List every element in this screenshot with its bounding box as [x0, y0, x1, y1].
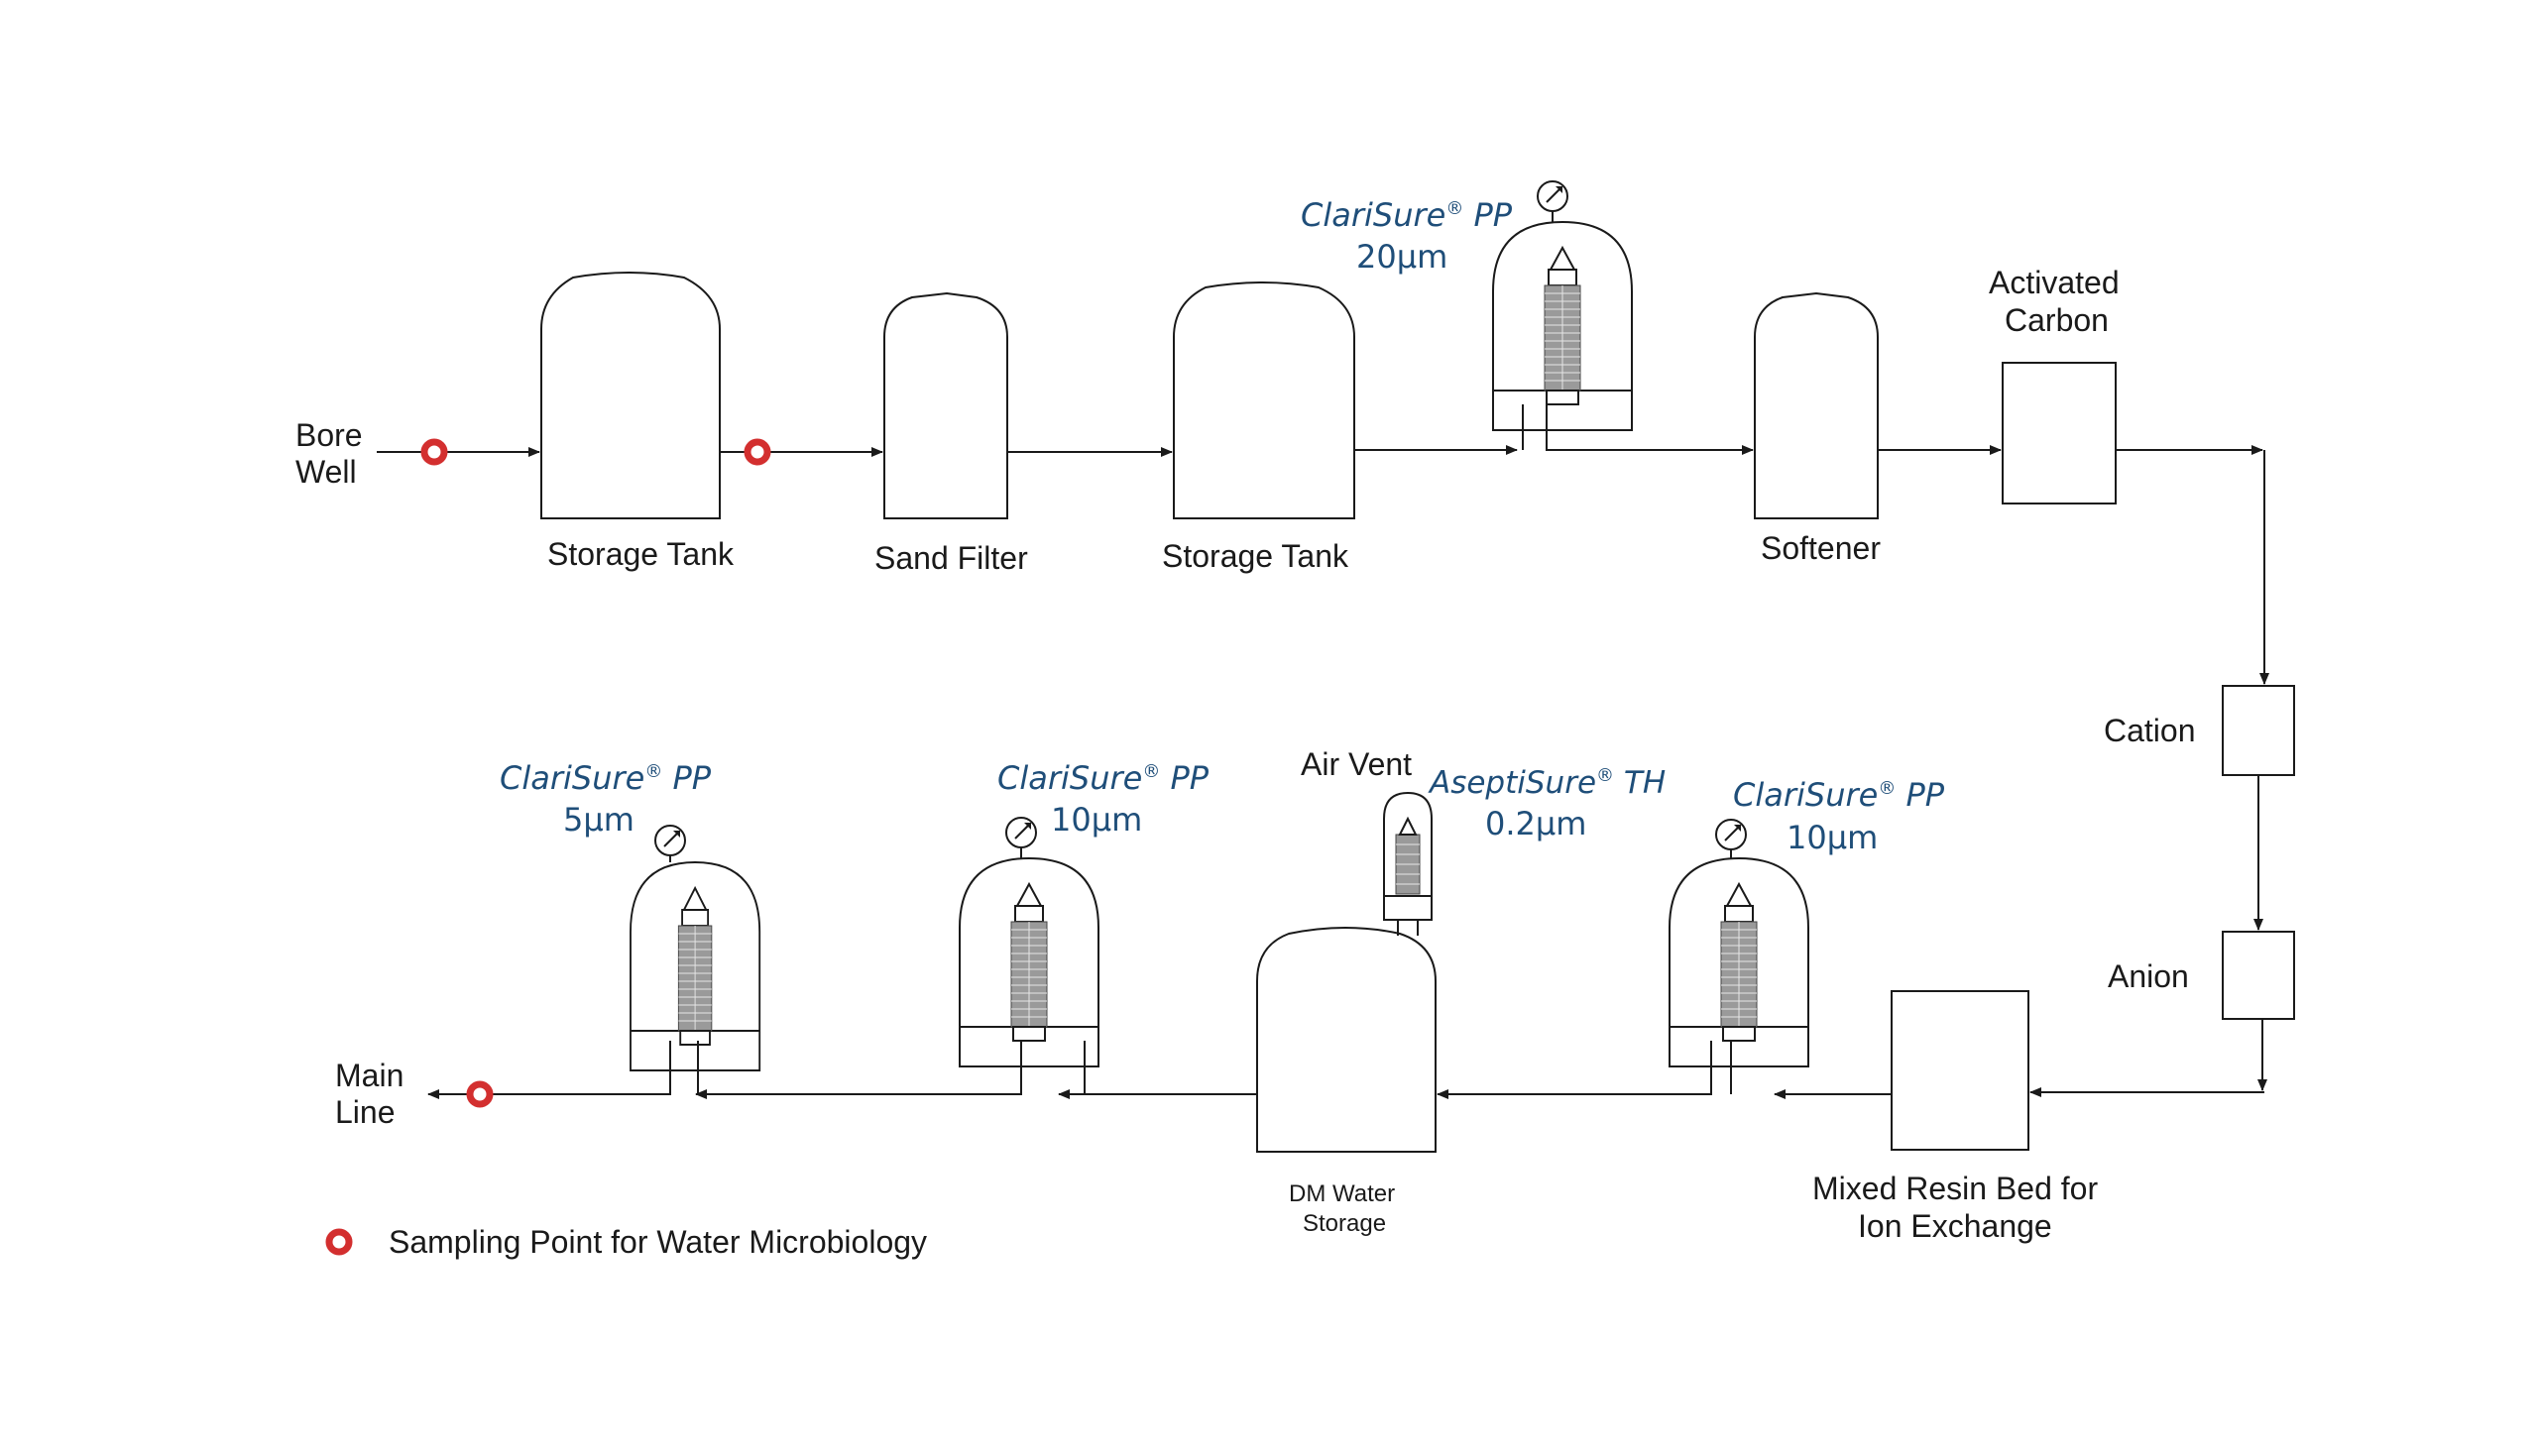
storage-tank-1 [540, 272, 721, 519]
dm-water-label: DM Water [1289, 1180, 1395, 1207]
filter-size-top: 20µm [1356, 238, 1447, 276]
sampling-point-icon [466, 1080, 494, 1108]
filter-label-vent: AseptiSure® TH [1428, 765, 1666, 801]
mixed-resin-bed [1891, 990, 2029, 1151]
filter-label-left: ClariSure® PP [500, 759, 712, 797]
pressure-gauge-icon [1537, 180, 1568, 212]
clarisure-pp-10-filter-right [1669, 857, 1809, 1067]
filter-size-left: 5µm [563, 801, 634, 839]
filter-label-middle: ClariSure® PP [997, 759, 1210, 797]
sand-filter-label: Sand Filter [874, 540, 1028, 576]
activated-carbon-label-2: Carbon [2005, 302, 2109, 338]
clarisure-pp-10-filter-middle [959, 857, 1099, 1067]
clarisure-pp-20-filter [1492, 221, 1633, 431]
legend-sampling-point-icon [325, 1228, 353, 1256]
storage-tank-2 [1173, 281, 1355, 519]
storage-tank-1-label: Storage Tank [547, 536, 735, 572]
softener-label: Softener [1761, 530, 1881, 566]
bore-well-label-2: Well [295, 454, 357, 490]
main-line-label-2: Line [335, 1094, 396, 1130]
legend-label: Sampling Point for Water Microbiology [389, 1224, 927, 1260]
dm-water-label-2: Storage [1303, 1210, 1386, 1237]
anion-unit [2222, 931, 2295, 1020]
pressure-gauge-icon [1005, 817, 1037, 848]
pipe-filter-to-dm-storage [1437, 1041, 1712, 1099]
pipe-filter-to-main [427, 1041, 671, 1099]
filter-size-vent: 0.2µm [1485, 805, 1586, 842]
pipe-filter-to-filter [695, 1041, 1022, 1099]
softener [1754, 291, 1879, 519]
sampling-point-icon [744, 438, 771, 466]
dm-water-storage [1256, 927, 1437, 1153]
filter-size-right: 10µm [1787, 819, 1878, 856]
filter-label-top: ClariSure® PP [1301, 196, 1513, 234]
pressure-gauge-icon [654, 825, 686, 856]
cation-unit [2222, 685, 2295, 776]
pipe-filter-to-softener [1546, 404, 1754, 455]
anion-label: Anion [2108, 958, 2189, 994]
pressure-gauge-icon [1715, 819, 1747, 850]
cation-label: Cation [2104, 713, 2196, 748]
mixed-resin-label-2: Ion Exchange [1858, 1208, 2052, 1244]
main-line-label: Main [335, 1058, 404, 1093]
clarisure-pp-5-filter-left [630, 861, 761, 1071]
filter-size-middle: 10µm [1051, 801, 1142, 839]
activated-carbon [2002, 362, 2117, 504]
air-vent-label: Air Vent [1301, 746, 1412, 782]
aseptisure-th-vent-filter [1383, 791, 1433, 936]
activated-carbon-label: Activated [1989, 265, 2120, 300]
filter-label-right: ClariSure® PP [1733, 776, 1945, 814]
mixed-resin-label: Mixed Resin Bed for [1812, 1171, 2098, 1206]
storage-tank-2-label: Storage Tank [1162, 538, 1349, 574]
sampling-point-icon [420, 438, 448, 466]
bore-well-label: Bore [295, 417, 363, 453]
sand-filter [883, 291, 1008, 519]
